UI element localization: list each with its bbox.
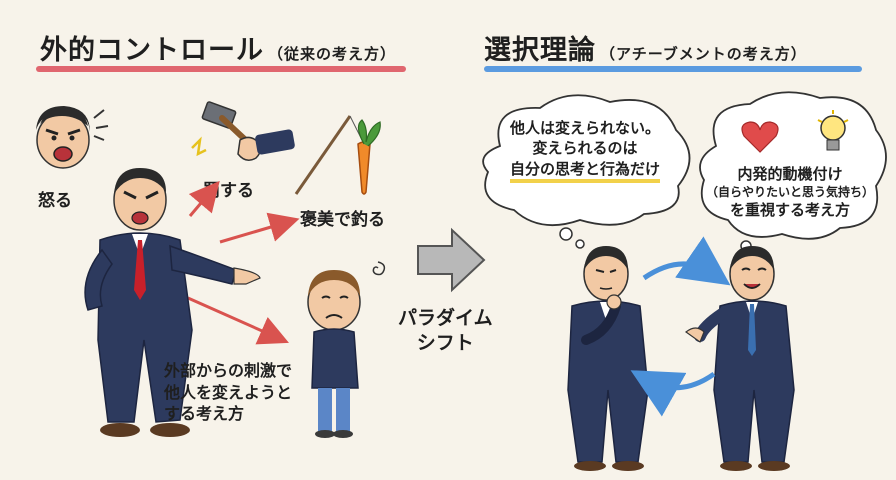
thought2-line-2: （自らやりたいと思う気持ち） <box>705 185 874 200</box>
thought1-line-1: 他人は変えられない。 <box>509 119 660 137</box>
paradigm-shift-text: パラダイム シフト <box>398 306 493 355</box>
angry-face-illustration <box>36 106 109 169</box>
thought1-line-2: 変えられるのは <box>532 139 638 158</box>
thought1-line-3: 自分の思考と行為だけ <box>509 159 660 183</box>
left-title-main: 外的コントロール <box>40 35 264 66</box>
paradigm-line-1: パラダイム <box>398 307 493 329</box>
left-description: 外部からの刺激で 他人を変えようと する考え方 <box>164 360 292 425</box>
arrow-to-punish <box>188 180 220 217</box>
thought2-line-1: 内発的動機付け <box>737 165 843 183</box>
thought-cloud-1-text: 他人は変えられない。 変えられるのは 自分の思考と行為だけ <box>494 118 676 183</box>
blue-exchange-arrows <box>630 236 731 417</box>
thought-cloud-1 <box>482 94 691 249</box>
blue-arrow-bottom <box>630 370 716 417</box>
lightbulb-icon <box>817 110 849 151</box>
left-description-line-2: 他人を変えようと <box>164 382 293 402</box>
right-title-underline <box>484 66 862 72</box>
thinking-man-illustration <box>567 246 649 471</box>
left-title-sub: （従来の考え方） <box>268 45 397 63</box>
right-title-sub: （アチーブメントの考え方） <box>600 45 807 63</box>
paradigm-line-2: シフト <box>416 331 474 354</box>
arrow-to-child <box>187 296 289 345</box>
left-title: 外的コントロール（従来の考え方） <box>40 28 396 67</box>
worried-child-illustration <box>307 270 361 438</box>
label-angry: 怒る <box>38 191 72 211</box>
left-description-line-1: 外部からの刺激で <box>164 361 293 380</box>
left-title-underline <box>36 66 406 72</box>
thought-cloud-2-text: 内発的動機付け （自らやりたいと思う気持ち） を重視する考え方 <box>702 164 878 221</box>
hammer-illustration <box>191 101 295 161</box>
heart-icon <box>741 121 779 153</box>
right-title-main: 選択理論 <box>484 35 596 66</box>
carrot-stick-illustration <box>294 115 381 195</box>
swirl-icon <box>372 261 386 276</box>
left-description-line-3: する考え方 <box>164 404 245 424</box>
label-reward: 褒美で釣る <box>300 210 385 230</box>
right-title: 選択理論（アチーブメントの考え方） <box>484 28 807 67</box>
angry-manager-illustration <box>84 168 261 437</box>
smiling-man-illustration <box>685 246 795 471</box>
paradigm-shift-arrow <box>417 227 486 293</box>
red-arrows <box>187 180 300 345</box>
thought2-line-3: を重視する考え方 <box>729 201 850 220</box>
arrow-to-reward <box>219 212 300 244</box>
blue-arrow-top <box>642 236 731 286</box>
